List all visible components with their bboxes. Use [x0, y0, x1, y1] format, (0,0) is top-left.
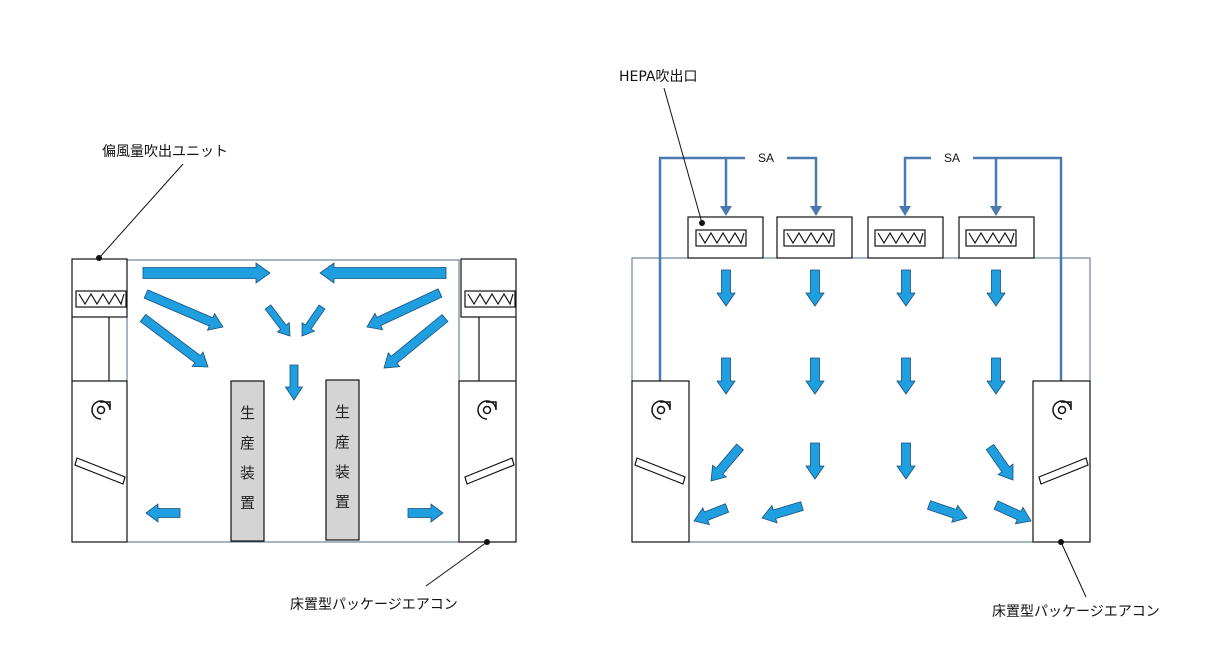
- hepa-outlet-4: [958, 216, 1035, 259]
- airflow-arrow: [139, 313, 209, 368]
- callout-dot: [699, 220, 705, 226]
- production-equipment-1: 生 産 装 置: [230, 380, 265, 542]
- damper-icon: [634, 457, 686, 485]
- right-ac-unit-right: [1032, 380, 1091, 543]
- equipment-char: 置: [240, 494, 255, 512]
- airflow-arrow: [710, 443, 744, 482]
- right-room-outline: [631, 257, 1091, 543]
- airflow-arrow: [693, 503, 730, 526]
- airflow-arrow: [264, 304, 291, 337]
- sa-label: SA: [944, 151, 960, 165]
- right-diagram: SA SA HEPA吹出口: [619, 69, 1160, 620]
- equipment-char: 生: [335, 403, 350, 421]
- callout-dot: [1058, 539, 1064, 545]
- airflow-arrow: [805, 269, 825, 307]
- callout-dot: [96, 255, 102, 261]
- airflow-arrow: [986, 269, 1006, 307]
- left-airflow-unit-left: [71, 258, 128, 381]
- callout-leader: [98, 163, 184, 259]
- airflow-arrow: [319, 262, 447, 284]
- equipment-char: 産: [240, 434, 255, 452]
- sa-duct-arrowheads: [720, 206, 1002, 216]
- callout-label-ac: 床置型パッケージエアコン: [290, 597, 458, 613]
- airflow-arrow: [407, 503, 444, 523]
- equipment-char: 産: [335, 433, 350, 451]
- airflow-arrow: [716, 269, 736, 307]
- left-airflow-arrows: [139, 262, 449, 523]
- callout-leader: [425, 541, 488, 587]
- right-ac-unit-left: [631, 380, 690, 543]
- airflow-arrow: [301, 304, 326, 337]
- left-ac-unit-left: [71, 380, 128, 543]
- callout-label-ac: 床置型パッケージエアコン: [992, 604, 1160, 620]
- airflow-arrow: [896, 442, 916, 480]
- airflow-arrow: [142, 262, 271, 284]
- damper-icon: [74, 457, 126, 485]
- airflow-arrow: [986, 357, 1006, 395]
- left-diagram: 生 産 装 置 生 産 装 置 偏風量吹出ユニット 床置型パッケージエアコン: [71, 144, 517, 613]
- equipment-char: 装: [240, 464, 255, 482]
- airflow-arrow: [805, 442, 825, 480]
- callout-leader: [663, 87, 703, 224]
- damper-icon: [1038, 457, 1089, 485]
- filter-zigzag-icon: [464, 290, 516, 308]
- airflow-arrow: [143, 289, 224, 331]
- filter-zigzag-icon: [695, 229, 747, 247]
- production-equipment-2: 生 産 装 置: [325, 379, 360, 541]
- airflow-arrow: [993, 500, 1032, 525]
- damper-icon: [464, 457, 515, 485]
- airflow-arrow: [761, 501, 804, 524]
- hepa-outlet-3: [867, 216, 944, 259]
- filter-zigzag-icon: [965, 229, 1017, 247]
- left-airflow-unit-right: [460, 258, 517, 381]
- sa-duct: [658, 156, 1063, 381]
- left-ac-unit-right: [458, 380, 517, 543]
- airflow-arrow: [926, 500, 968, 523]
- right-airflow-arrows: [693, 269, 1032, 526]
- sa-label: SA: [758, 151, 774, 165]
- callout-label-hepa: HEPA吹出口: [619, 69, 698, 85]
- airflow-arrow: [896, 357, 916, 395]
- hepa-outlet-2: [776, 216, 853, 259]
- airflow-arrow: [716, 357, 736, 395]
- callout-leader: [1060, 541, 1087, 598]
- airflow-arrow: [145, 503, 181, 523]
- airflow-arrow: [284, 364, 304, 401]
- airflow-arrow: [805, 357, 825, 395]
- equipment-char: 装: [335, 463, 350, 481]
- airflow-arrow: [366, 288, 443, 331]
- callout-label-unit: 偏風量吹出ユニット: [102, 144, 228, 160]
- equipment-char: 生: [240, 404, 255, 422]
- filter-zigzag-icon: [874, 229, 926, 247]
- airflow-arrow: [985, 443, 1014, 481]
- filter-zigzag-icon: [75, 290, 127, 308]
- callout-dot: [484, 539, 490, 545]
- airflow-arrow: [383, 313, 449, 369]
- equipment-char: 置: [335, 493, 350, 511]
- airflow-arrow: [896, 269, 916, 307]
- filter-zigzag-icon: [783, 229, 835, 247]
